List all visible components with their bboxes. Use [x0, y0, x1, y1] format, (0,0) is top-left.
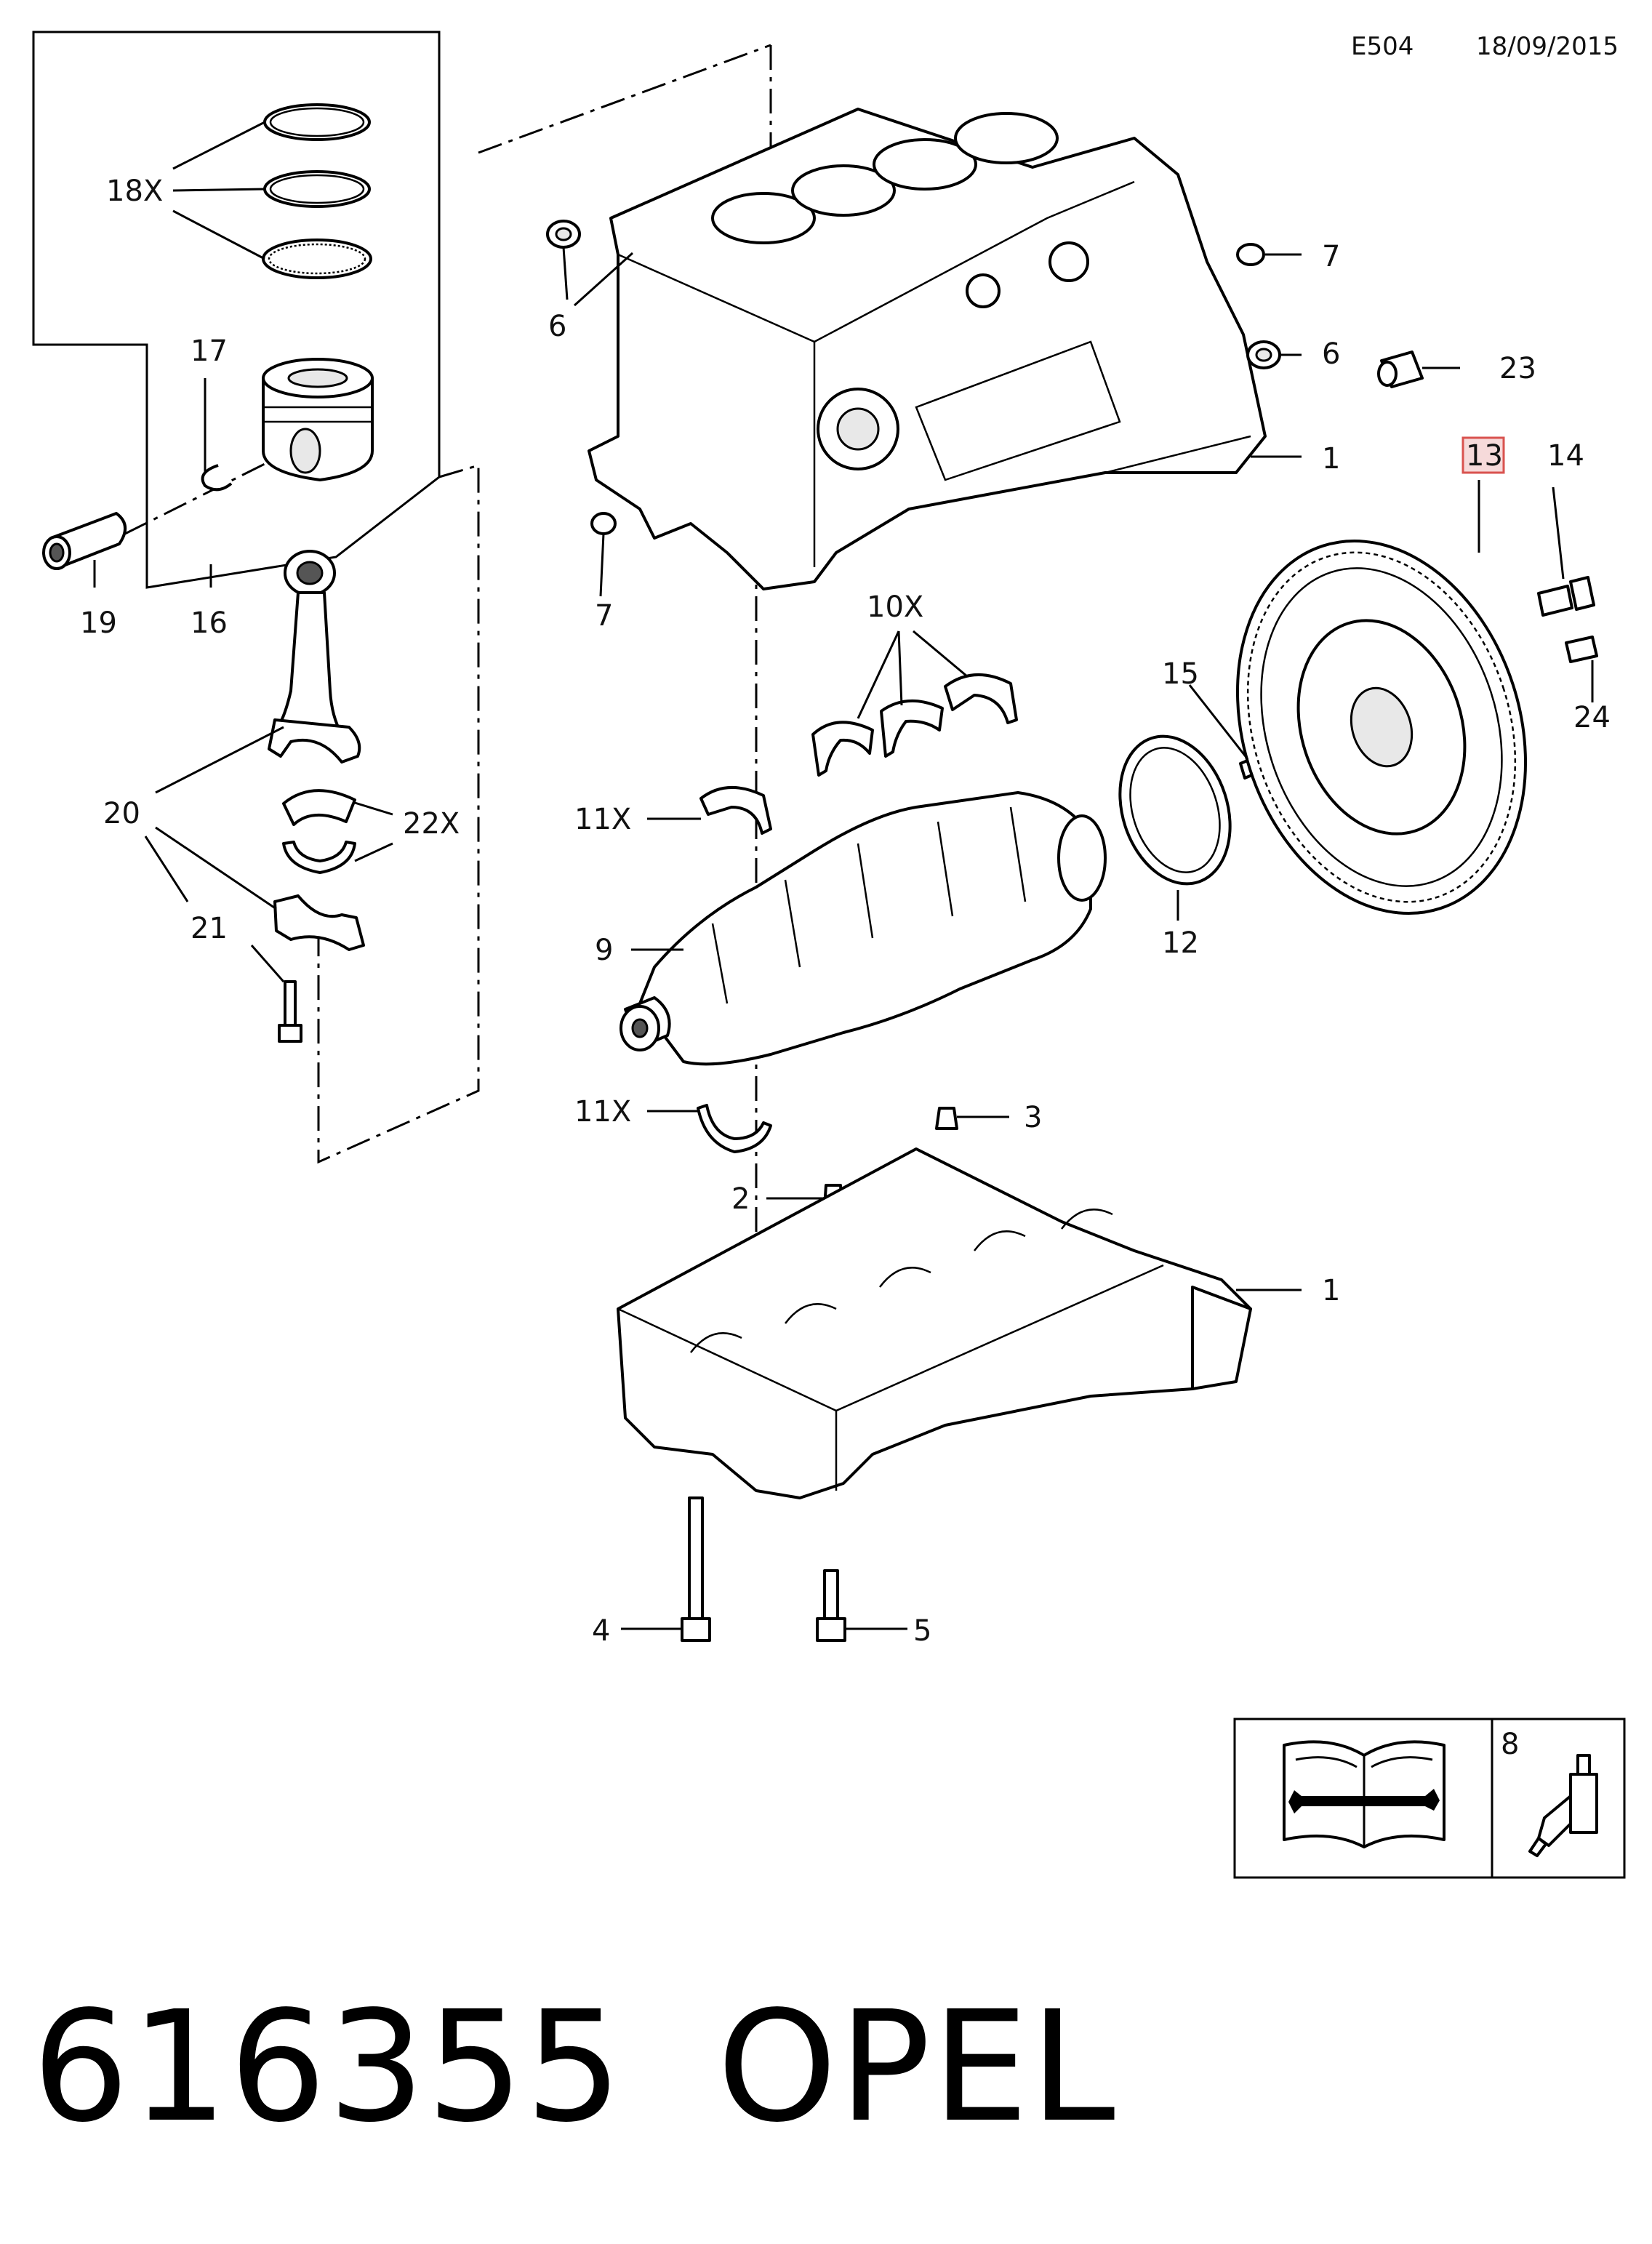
- callout-label: 16: [191, 606, 228, 640]
- diagram-code: E504: [1351, 32, 1414, 61]
- plug-6-right: [1246, 340, 1281, 369]
- assembly-line-left: [317, 463, 480, 1164]
- callout-label: 11X: [574, 1095, 631, 1129]
- callout-label: 3: [1024, 1101, 1042, 1134]
- assembly-line-top: [478, 44, 771, 154]
- callout-label: 6: [548, 310, 566, 343]
- bedplate: [617, 1147, 1252, 1499]
- piston-assembly-frame: [32, 31, 441, 589]
- diagram-date: 18/09/2015: [1476, 32, 1619, 61]
- callout-label: 23: [1499, 352, 1536, 385]
- callout-label: 14: [1547, 439, 1584, 473]
- crankshaft: [620, 791, 1107, 1066]
- flywheel-bolt: [1537, 576, 1595, 617]
- leader-lines: [93, 121, 1594, 1630]
- callout-label: 20: [103, 797, 140, 830]
- callout-label: 1: [1322, 442, 1340, 476]
- callout-label: 6: [1322, 337, 1340, 371]
- callout-label: 21: [191, 912, 228, 945]
- flywheel: [1235, 539, 1528, 915]
- brand-name: OPEL: [717, 1978, 1117, 2156]
- callout-label: 1: [1322, 1274, 1340, 1307]
- plug-6-left: [546, 220, 581, 249]
- callout-label: 22X: [403, 807, 460, 841]
- callout-label: 15: [1162, 657, 1199, 691]
- rod-bearing-shells: [282, 789, 356, 874]
- callout-label: 4: [592, 1614, 610, 1648]
- piston-pin: [42, 512, 127, 570]
- part-number: 616355: [32, 1978, 624, 2156]
- connecting-rod: [268, 550, 361, 764]
- dowel-pin-24: [1565, 636, 1598, 663]
- legend-box: [1233, 1718, 1626, 1879]
- circlip: [201, 464, 233, 492]
- callout-label: 18X: [106, 175, 163, 208]
- callout-label: 12: [1162, 926, 1199, 960]
- piston: [262, 358, 374, 481]
- bedplate-bolt-long: [681, 1496, 711, 1642]
- callout-label: 7: [1322, 240, 1340, 273]
- highlight-box: [1461, 436, 1505, 474]
- callout-label: 13: [1466, 439, 1503, 473]
- callout-label: 2: [731, 1182, 750, 1216]
- plug-7-right: [1236, 243, 1265, 266]
- callout-label: 7: [595, 599, 613, 633]
- rod-cap: [273, 894, 365, 1043]
- callout-label: 9: [595, 934, 613, 967]
- callout-label: 17: [191, 334, 228, 368]
- callout-label: 11X: [574, 803, 631, 836]
- repair-manual-icon: [1283, 1740, 1446, 1848]
- main-bearing-shells-upper: [811, 673, 1018, 777]
- main-bearing-shell-lower-11x: [697, 1104, 772, 1153]
- main-bearing-shell-upper-11x: [699, 786, 772, 835]
- bedplate-bolt-short: [816, 1569, 846, 1642]
- callout-label: 19: [80, 606, 117, 640]
- callout-label: 10X: [867, 590, 923, 624]
- sealant-tube-icon: [1528, 1754, 1598, 1857]
- dowel-23: [1377, 350, 1424, 388]
- callout-label: 24: [1573, 701, 1611, 734]
- piston-rings: [262, 103, 372, 279]
- rear-crank-seal: [1118, 734, 1232, 886]
- legend-number: 8: [1501, 1728, 1519, 1761]
- plug-7-left: [590, 512, 617, 535]
- dowel-3: [935, 1107, 958, 1130]
- callout-label: 5: [913, 1614, 931, 1648]
- cylinder-block: [588, 108, 1267, 590]
